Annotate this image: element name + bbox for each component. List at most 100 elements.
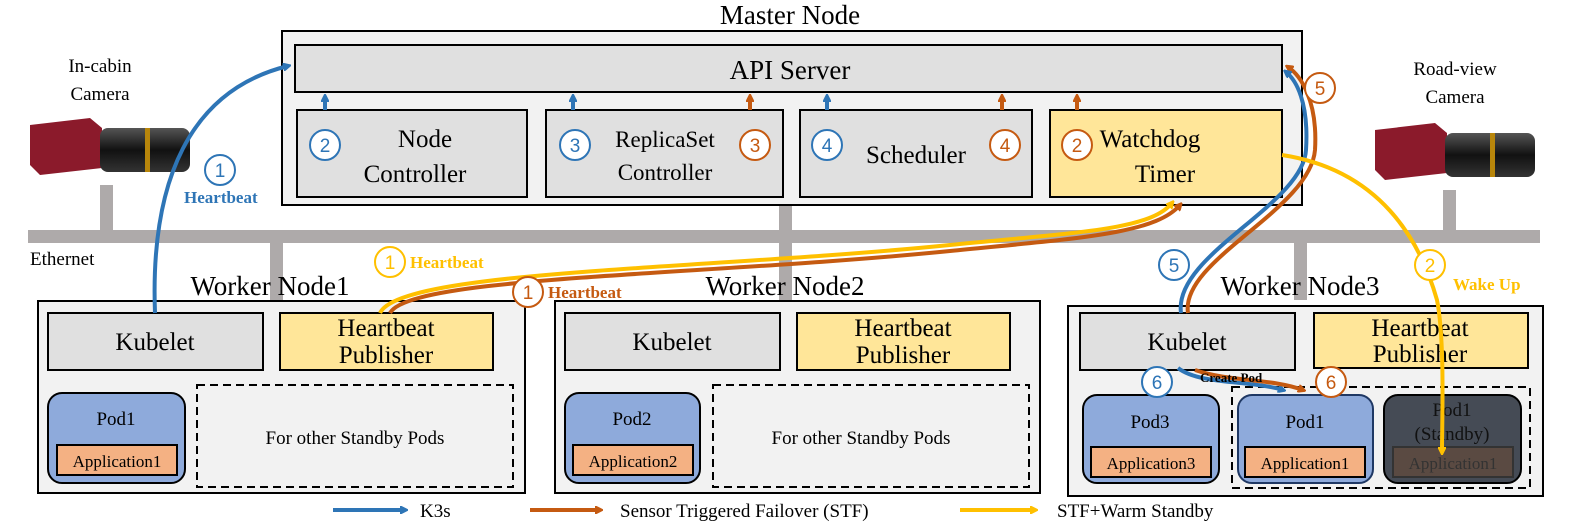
pod-label: Pod2 bbox=[612, 409, 651, 430]
svg-text:2: 2 bbox=[1425, 256, 1436, 277]
wake-up-label: Wake Up bbox=[1453, 275, 1521, 294]
heartbeat-publisher bbox=[1313, 312, 1529, 369]
master-node-title: Master Node bbox=[720, 0, 860, 30]
camera-label: Camera bbox=[70, 84, 130, 105]
svg-text:1: 1 bbox=[215, 161, 226, 182]
svg-text:3: 3 bbox=[750, 136, 761, 157]
kubelet-label: Kubelet bbox=[115, 329, 194, 356]
scheduler-label: Scheduler bbox=[866, 142, 967, 169]
kubelet bbox=[47, 312, 264, 371]
pod-label: Pod1 bbox=[1285, 412, 1324, 433]
kubelet-label: Kubelet bbox=[632, 329, 711, 356]
svg-text:4: 4 bbox=[1000, 136, 1011, 157]
camera-label: In-cabin bbox=[68, 56, 132, 77]
step-markers: 1 2 3 3 4 4 2 1 1 5 5 2 6 6 bbox=[204, 72, 1446, 398]
svg-text:6: 6 bbox=[1152, 373, 1163, 394]
heartbeat-label: Heartbeat bbox=[410, 253, 484, 272]
step-marker: 1 bbox=[374, 246, 406, 278]
worker-node-title: Worker Node2 bbox=[705, 271, 864, 301]
camera-label: Road-view bbox=[1413, 59, 1497, 80]
step-marker: 3 bbox=[559, 129, 591, 161]
replicaset-controller-label: ReplicaSet bbox=[615, 127, 715, 152]
wake-up-arrow bbox=[1281, 153, 1443, 452]
k3s-kubelet-api-arrow bbox=[1178, 72, 1309, 314]
heartbeat-publisher-label: Publisher bbox=[856, 342, 951, 369]
application bbox=[56, 444, 178, 476]
legend: K3s Sensor Triggered Failover (STF) STF+… bbox=[333, 501, 1214, 522]
step-marker: 1 bbox=[512, 276, 544, 308]
step-marker: 4 bbox=[989, 129, 1021, 161]
heartbeat-publisher-label: Publisher bbox=[1373, 341, 1468, 368]
standby-area-label: For other Standby Pods bbox=[772, 428, 951, 449]
camera-icon bbox=[30, 118, 190, 175]
worker-node-3: Worker Node3 Kubelet Heartbeat Publisher… bbox=[1067, 271, 1544, 497]
heartbeat-publisher-label: Publisher bbox=[339, 342, 434, 369]
step-marker: 2 bbox=[1414, 249, 1446, 281]
pod-label: Pod1 bbox=[96, 409, 135, 430]
standby-application bbox=[1392, 446, 1514, 478]
worker-node-title: Worker Node1 bbox=[190, 271, 349, 301]
standby-area bbox=[712, 384, 1030, 488]
svg-text:2: 2 bbox=[1072, 136, 1083, 157]
step-marker: 5 bbox=[1158, 249, 1190, 281]
application-label: Application1 bbox=[73, 452, 162, 471]
svg-text:3: 3 bbox=[570, 136, 581, 157]
application-label: Application1 bbox=[1261, 454, 1350, 473]
heartbeat-publisher-label: Heartbeat bbox=[854, 315, 951, 342]
application-label: Application3 bbox=[1107, 454, 1196, 473]
node-controller-label: Node bbox=[398, 126, 452, 153]
step-marker: 2 bbox=[1061, 129, 1093, 161]
svg-text:4: 4 bbox=[822, 136, 833, 157]
camera-icon bbox=[1375, 123, 1535, 180]
step-marker: 6 bbox=[1141, 366, 1173, 398]
api-server-label: API Server bbox=[730, 55, 851, 85]
api-server bbox=[294, 44, 1283, 93]
worker-node-1: Worker Node1 Kubelet Heartbeat Publisher… bbox=[37, 271, 526, 494]
standby-area-label: For other Standby Pods bbox=[266, 428, 445, 449]
stf-kubelet-api-arrow bbox=[1185, 67, 1318, 314]
heartbeat-label: Heartbeat bbox=[548, 283, 622, 302]
standby-area bbox=[1231, 386, 1531, 489]
worker-node-2: Worker Node2 Kubelet Heartbeat Publisher… bbox=[554, 271, 1041, 494]
watchdog-timer-label: Watchdog bbox=[1100, 126, 1201, 153]
application bbox=[1090, 446, 1212, 478]
k3s-heartbeat-arrow bbox=[152, 66, 288, 314]
camera-label: Camera bbox=[1425, 87, 1485, 108]
svg-text:2: 2 bbox=[320, 136, 331, 157]
kubelet-label: Kubelet bbox=[1147, 329, 1226, 356]
svg-text:5: 5 bbox=[1169, 256, 1180, 277]
replicaset-controller-label: Controller bbox=[618, 160, 713, 185]
k3s-create-pod-arrow bbox=[1176, 366, 1283, 390]
svg-text:1: 1 bbox=[385, 253, 396, 274]
ethernet-label: Ethernet bbox=[30, 249, 95, 270]
step-marker: 3 bbox=[739, 129, 771, 161]
application bbox=[1244, 446, 1366, 478]
step-marker: 2 bbox=[309, 129, 341, 161]
legend-k3s-label: K3s bbox=[420, 501, 451, 522]
worker-node-title: Worker Node3 bbox=[1220, 271, 1379, 301]
application bbox=[572, 444, 694, 476]
step-marker: 6 bbox=[1315, 366, 1347, 398]
step-marker: 1 bbox=[204, 154, 236, 186]
in-cabin-camera: In-cabin Camera bbox=[30, 56, 190, 175]
stf-heartbeat-arrow bbox=[388, 205, 1180, 315]
heartbeat-publisher-label: Heartbeat bbox=[1371, 315, 1468, 342]
heartbeat-publisher bbox=[796, 312, 1011, 371]
pod-label: Pod3 bbox=[1130, 412, 1169, 433]
warm-heartbeat-arrow bbox=[378, 203, 1172, 315]
standby-pod-label: Pod1 bbox=[1432, 400, 1471, 421]
application-label: Application2 bbox=[589, 452, 678, 471]
create-pod-label: Create Pod bbox=[1200, 370, 1263, 385]
application-label: Application1 bbox=[1409, 454, 1498, 473]
step-marker: 4 bbox=[811, 129, 843, 161]
standby-area bbox=[196, 384, 514, 488]
kubelet bbox=[1079, 312, 1296, 371]
legend-stf-label: Sensor Triggered Failover (STF) bbox=[620, 501, 869, 522]
ethernet-bus bbox=[28, 185, 1540, 300]
kubelet bbox=[564, 312, 781, 371]
heartbeat-label: Heartbeat bbox=[184, 188, 258, 207]
step-marker: 5 bbox=[1304, 72, 1336, 104]
svg-text:6: 6 bbox=[1326, 373, 1337, 394]
standby-pod-label: (Standby) bbox=[1415, 424, 1490, 445]
